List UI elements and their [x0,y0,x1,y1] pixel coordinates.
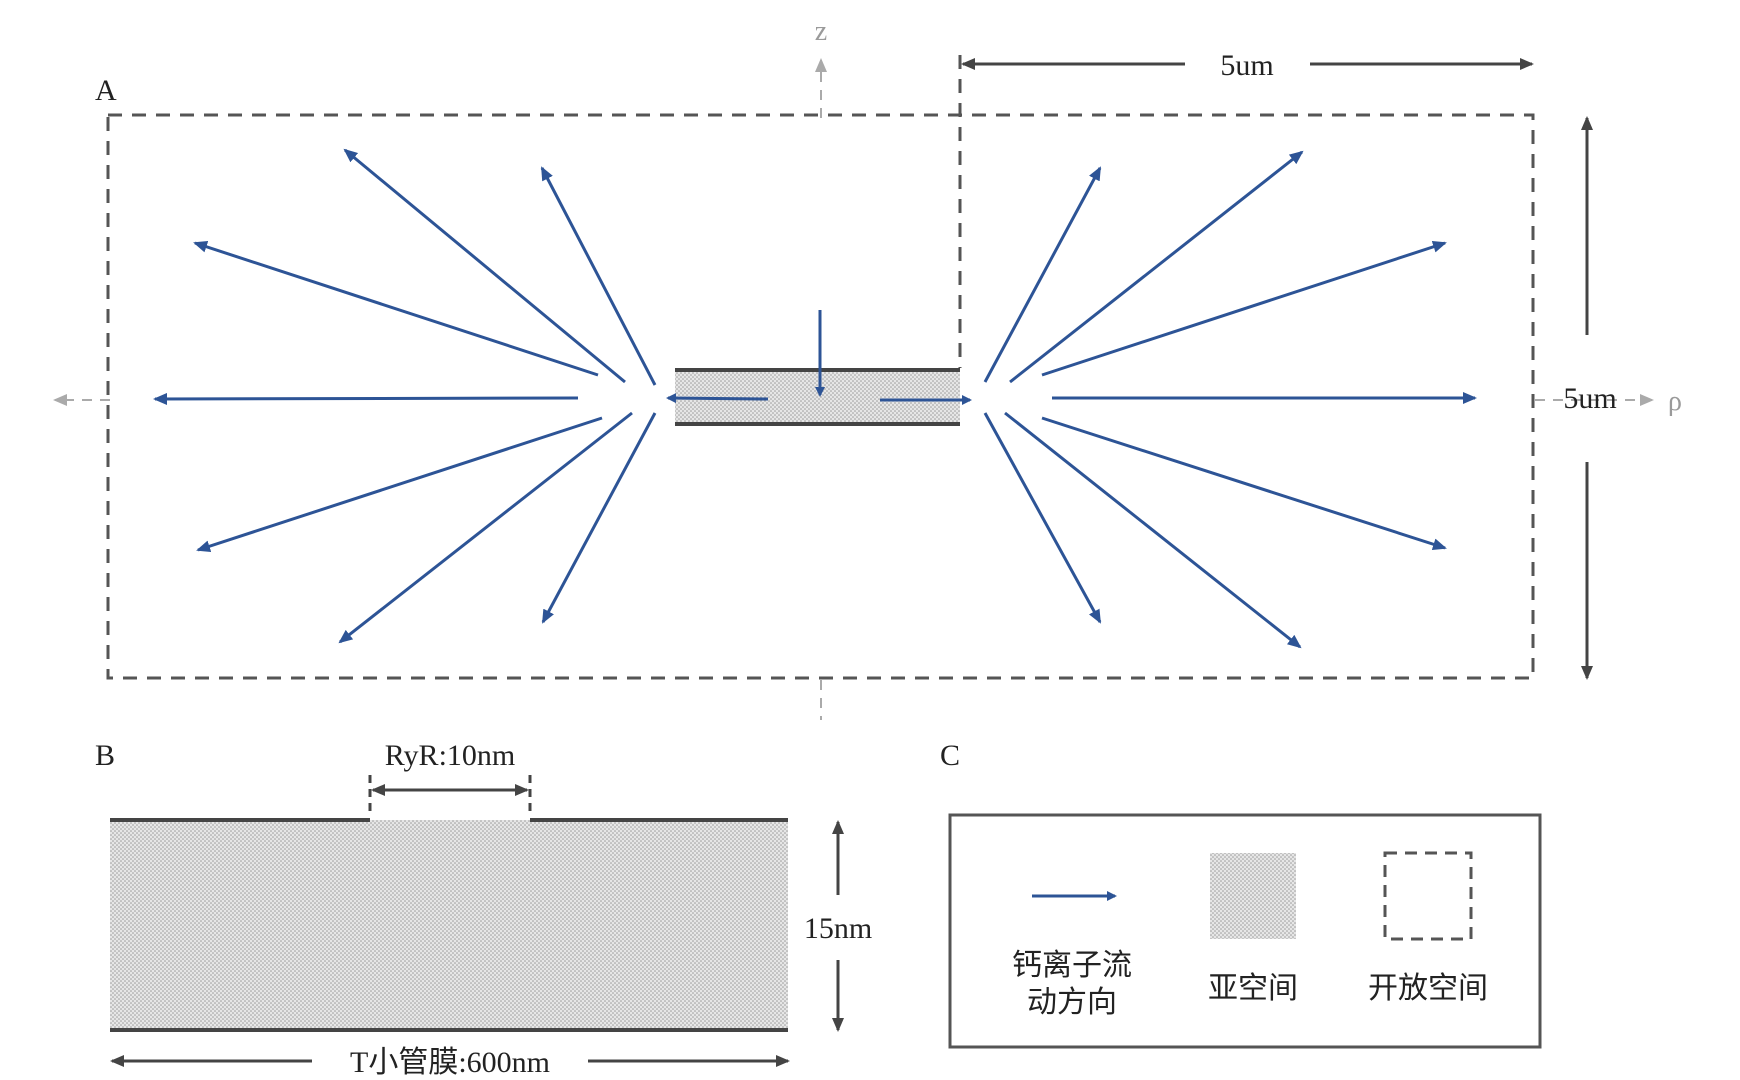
flow-arrow [193,241,599,377]
rho-axis: ρ [53,386,1682,417]
open-space-box [106,113,1535,680]
height-label: 5um [1563,382,1616,415]
flow-arrow [338,411,633,644]
thickness-dimension: 15nm [804,820,872,1032]
flow-arrow [343,148,626,384]
length-label: T小管膜:600nm [350,1046,550,1079]
right-flow-arrows [983,150,1477,649]
flow-arrow [1041,416,1447,551]
dashed-square-icon [1383,851,1473,941]
flow-arrow [666,393,769,404]
flow-arrow [541,412,657,624]
z-axis-label: z [815,16,827,47]
legend-box [948,813,1542,1049]
ryr-label: RyR:10nm [385,739,516,772]
rho-axis-label: ρ [1668,386,1682,417]
stipple-square-icon [1210,853,1296,939]
ryr-dimension: RyR:10nm [368,739,532,815]
legend-flow-line1: 钙离子流 [1012,949,1132,982]
flow-arrow [1009,150,1304,384]
length-dimension: T小管膜:600nm [110,1046,790,1079]
flow-arrow [1041,241,1447,377]
width-label: 5um [1220,49,1273,82]
panel-a-label: A [95,74,117,107]
panel-c-label: C [940,739,960,772]
flow-arrow [540,166,657,386]
flow-arrow [983,412,1102,624]
height-dimension: 5um [1563,116,1617,680]
panel-b: B RyR:10nm 15nm T小管膜:600nm [95,739,872,1079]
central-membrane [675,368,960,426]
flow-arrow [196,416,603,552]
legend-flow-line2: 动方向 [1027,986,1117,1019]
width-dimension: 5um [961,49,1534,82]
flow-arrow [983,166,1102,383]
left-flow-arrows [153,148,657,644]
flow-arrow [1004,411,1302,649]
flow-arrow [153,392,579,405]
thickness-label: 15nm [804,912,872,945]
z-axis: z [815,16,827,720]
legend-item-flow: 钙离子流 动方向 [1012,891,1132,1019]
membrane-slab [110,818,788,1032]
legend-item-open: 开放空间 [1368,851,1488,1005]
legend-open-label: 开放空间 [1368,972,1488,1005]
panel-b-label: B [95,739,115,772]
inner-flow-arrows [666,310,972,405]
legend-item-subspace: 亚空间 [1208,853,1298,1005]
legend-subspace-label: 亚空间 [1208,972,1298,1005]
panel-a: A z ρ 5um 5um [53,16,1682,720]
panel-c: C 钙离子流 动方向 亚空间 开放空间 [940,739,1542,1049]
